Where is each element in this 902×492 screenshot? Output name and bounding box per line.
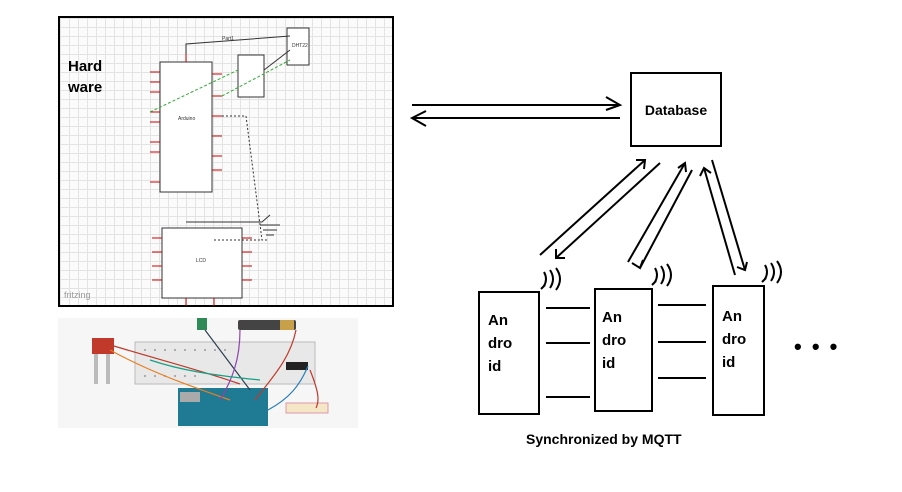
hardware-schematic-panel xyxy=(58,16,394,307)
database-android-arrows xyxy=(539,159,748,276)
android-device-2: An dro id xyxy=(594,288,653,412)
label-note xyxy=(285,402,329,414)
fritzing-watermark: fritzing xyxy=(64,290,91,300)
android-label: An dro id xyxy=(488,312,513,375)
arduino-chip xyxy=(159,61,213,193)
net-label: Part1 xyxy=(222,36,234,42)
lcd-chip-photo xyxy=(286,362,308,370)
wifi-icon xyxy=(540,267,561,291)
dht-module-label: DHT22 xyxy=(292,43,308,49)
sensor-chip xyxy=(237,54,265,98)
breadboard-photo xyxy=(58,318,358,428)
android-label: An dro id xyxy=(602,309,627,372)
android-connections xyxy=(546,304,706,398)
more-devices-ellipsis: • • • xyxy=(794,334,840,359)
dht-sensor xyxy=(197,318,207,330)
wifi-icon xyxy=(761,260,782,284)
arduino-chip-label: Arduino xyxy=(178,116,195,122)
hardware-database-arrows xyxy=(409,96,623,127)
hardware-title: Hard ware xyxy=(68,58,103,96)
dht-module xyxy=(286,27,310,66)
wifi-icon xyxy=(651,263,672,287)
soil-sensor xyxy=(92,338,114,354)
database-label: Database xyxy=(644,101,708,118)
android-label: An dro id xyxy=(722,308,747,371)
lcd-chip xyxy=(161,227,243,299)
schematic-drawing xyxy=(149,27,310,306)
mqtt-caption: Synchronized by MQTT xyxy=(526,431,682,447)
database-box: Database xyxy=(630,72,722,147)
lcd-chip-label: LCD xyxy=(196,258,206,264)
android-device-3: An dro id xyxy=(712,285,765,416)
android-device-1: An dro id xyxy=(478,291,540,415)
